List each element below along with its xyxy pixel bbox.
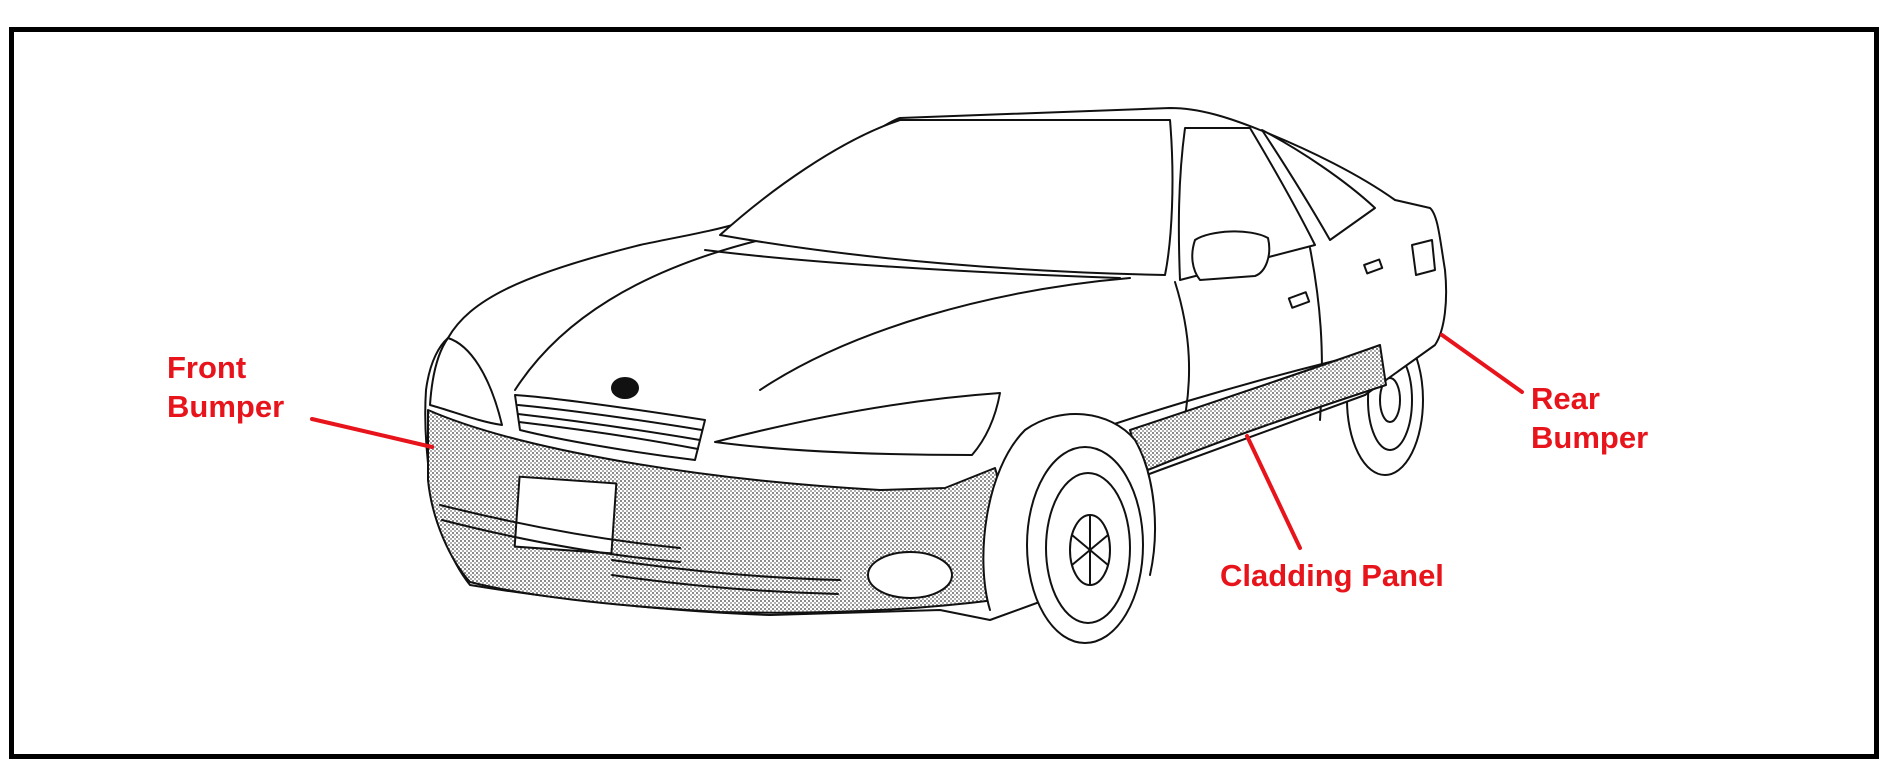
cladding-panel-label: Cladding Panel [1220, 558, 1444, 593]
right-headlight [714, 392, 1001, 456]
hood-line [759, 277, 1131, 391]
grille [514, 394, 706, 461]
rear-door-window [1261, 129, 1376, 241]
hood-line [514, 239, 761, 391]
side-mirror [1191, 230, 1271, 281]
front-bumper-label-line1: Front [167, 350, 247, 385]
license-plate [513, 475, 618, 555]
front-bumper-leader [310, 417, 434, 449]
cladding-panel-leader [1245, 434, 1302, 550]
rear-bumper-label: Rear Bumper [1531, 379, 1648, 457]
front-bumper-label-line2: Bumper [167, 389, 285, 424]
emblem [611, 377, 639, 399]
lower-intake [439, 504, 841, 595]
rear-bumper-leader [1440, 333, 1524, 394]
hood-line [704, 249, 1121, 279]
front-bumper-label: Front Bumper [167, 348, 284, 426]
left-headlight [429, 337, 503, 426]
rear-bumper-label-line2: Bumper [1531, 420, 1649, 455]
door-handle [1287, 291, 1311, 309]
fog-light [867, 551, 953, 599]
rear-bumper-label-line1: Rear [1531, 381, 1600, 416]
fuel-door [1411, 239, 1436, 276]
windshield [719, 119, 1174, 276]
door-handle [1363, 258, 1384, 275]
front-bumper-shading [427, 409, 1004, 614]
front-wheel [1026, 446, 1144, 644]
